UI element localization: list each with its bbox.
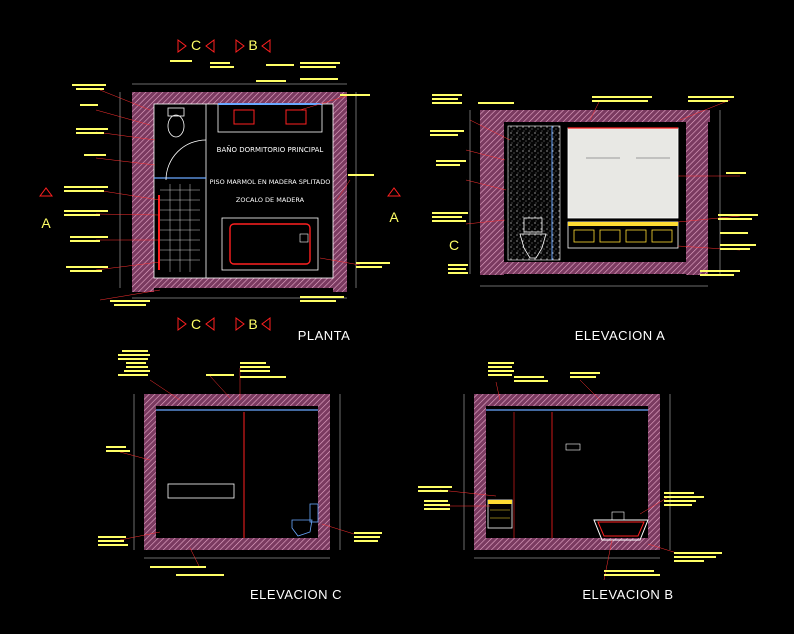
elev-a-wall-right — [686, 110, 708, 275]
bathtub-elevation-c — [167, 483, 235, 499]
elev-b-wall-right — [648, 394, 660, 550]
elev-a-dimensions — [469, 110, 721, 287]
section-mark-b-bottom: B — [235, 316, 271, 332]
vanity-elevation-b — [487, 499, 513, 529]
elev-c-wall-right — [318, 394, 330, 550]
plan-wall-bottom — [132, 278, 347, 288]
svg-text:C: C — [191, 316, 201, 332]
elevation-a-view: C ELEVACION A — [430, 94, 758, 343]
plan-dimensions — [119, 83, 357, 299]
elev-a-wall-left — [480, 110, 504, 275]
room-label: BAÑO DORMITORIO PRINCIPAL — [217, 145, 324, 154]
shower-floor-grid — [160, 184, 200, 272]
door-swing-arc — [165, 139, 207, 181]
elev-a-title: ELEVACION A — [575, 328, 666, 343]
elevation-c-view: ELEVACION C — [98, 350, 382, 602]
section-mark-c-top: C — [177, 37, 215, 53]
mirror — [567, 127, 679, 219]
plan-annotation-marks — [64, 60, 390, 306]
bathtub-plan — [221, 217, 319, 271]
elev-a-floor — [480, 262, 708, 274]
elev-b-floor — [474, 538, 660, 550]
plan-room-outline — [153, 103, 334, 279]
plan-title: PLANTA — [298, 328, 351, 343]
elev-c-leaders — [119, 368, 355, 569]
section-mark-c-bottom: C — [177, 316, 215, 332]
skirting-note: ZOCALO DE MADERA — [236, 196, 305, 204]
elev-c-dimensions — [133, 394, 341, 559]
elev-c-wall-left — [144, 394, 156, 550]
elev-c-floor — [144, 538, 330, 550]
elev-c-title: ELEVACION C — [250, 587, 342, 602]
marble-panel — [507, 125, 561, 261]
elev-b-dimensions — [463, 394, 671, 559]
elev-a-leaders — [465, 99, 741, 251]
section-mark-a-right: A — [387, 187, 401, 225]
section-mark-a-left: A — [39, 187, 53, 231]
elev-b-ceiling — [474, 394, 660, 406]
elev-b-title: ELEVACION B — [582, 587, 673, 602]
sink-right — [285, 109, 307, 125]
plan-wall-right — [333, 92, 347, 292]
towel-hook — [565, 443, 581, 451]
elevation-b-view: ELEVACION B — [418, 362, 722, 602]
svg-text:A: A — [41, 215, 51, 231]
elev-a-ceiling — [480, 110, 710, 122]
svg-text:C: C — [191, 37, 201, 53]
elev-c-annotation-marks — [98, 350, 382, 576]
toilet-plan — [167, 107, 185, 138]
plan-leaders — [95, 89, 361, 301]
elev-b-wall-left — [474, 394, 486, 550]
svg-text:A: A — [389, 209, 399, 225]
toilet-elevation-c — [291, 503, 319, 537]
sink-left — [233, 109, 255, 125]
elev-b-annotation-marks — [418, 362, 722, 576]
plan-view: BAÑO DORMITORIO PRINCIPAL PISO MARMOL EN… — [39, 37, 401, 343]
plan-wall-left — [132, 92, 154, 292]
section-mark-b-top: B — [235, 37, 271, 53]
svg-text:B: B — [248, 316, 257, 332]
plan-wall-top — [132, 92, 347, 104]
elev-c-ceiling — [144, 394, 330, 406]
detail-mark-c: C — [449, 237, 459, 253]
bathtub-elevation-b — [593, 511, 649, 541]
toilet-elevation-a — [519, 217, 547, 259]
svg-text:B: B — [248, 37, 257, 53]
elev-a-annotation-marks — [430, 94, 758, 276]
floor-note: PISO MARMOL EN MADERA SPLITADO — [210, 178, 331, 186]
